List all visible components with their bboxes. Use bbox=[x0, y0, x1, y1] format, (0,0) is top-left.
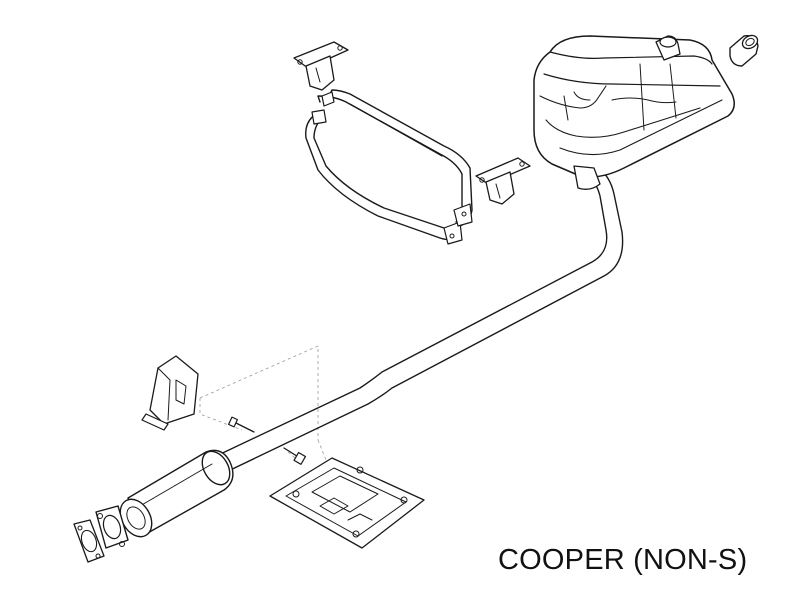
hanger-bracket-front bbox=[141, 355, 199, 431]
stud-bolt bbox=[283, 447, 307, 465]
tailpipe-tip bbox=[729, 34, 759, 67]
front-flange bbox=[95, 505, 129, 549]
rear-muffler bbox=[533, 35, 735, 190]
center-resonator bbox=[119, 449, 234, 538]
flange-gasket bbox=[73, 519, 105, 563]
hanger-bracket-upper bbox=[293, 41, 349, 91]
bolt bbox=[227, 416, 255, 433]
rear-exhaust-bracket-frame bbox=[305, 89, 473, 245]
exhaust-pipe bbox=[211, 167, 624, 475]
diagram-caption: COOPER (NON-S) bbox=[498, 544, 748, 576]
hanger-bracket-right bbox=[475, 157, 531, 205]
heat-shield bbox=[269, 457, 425, 549]
